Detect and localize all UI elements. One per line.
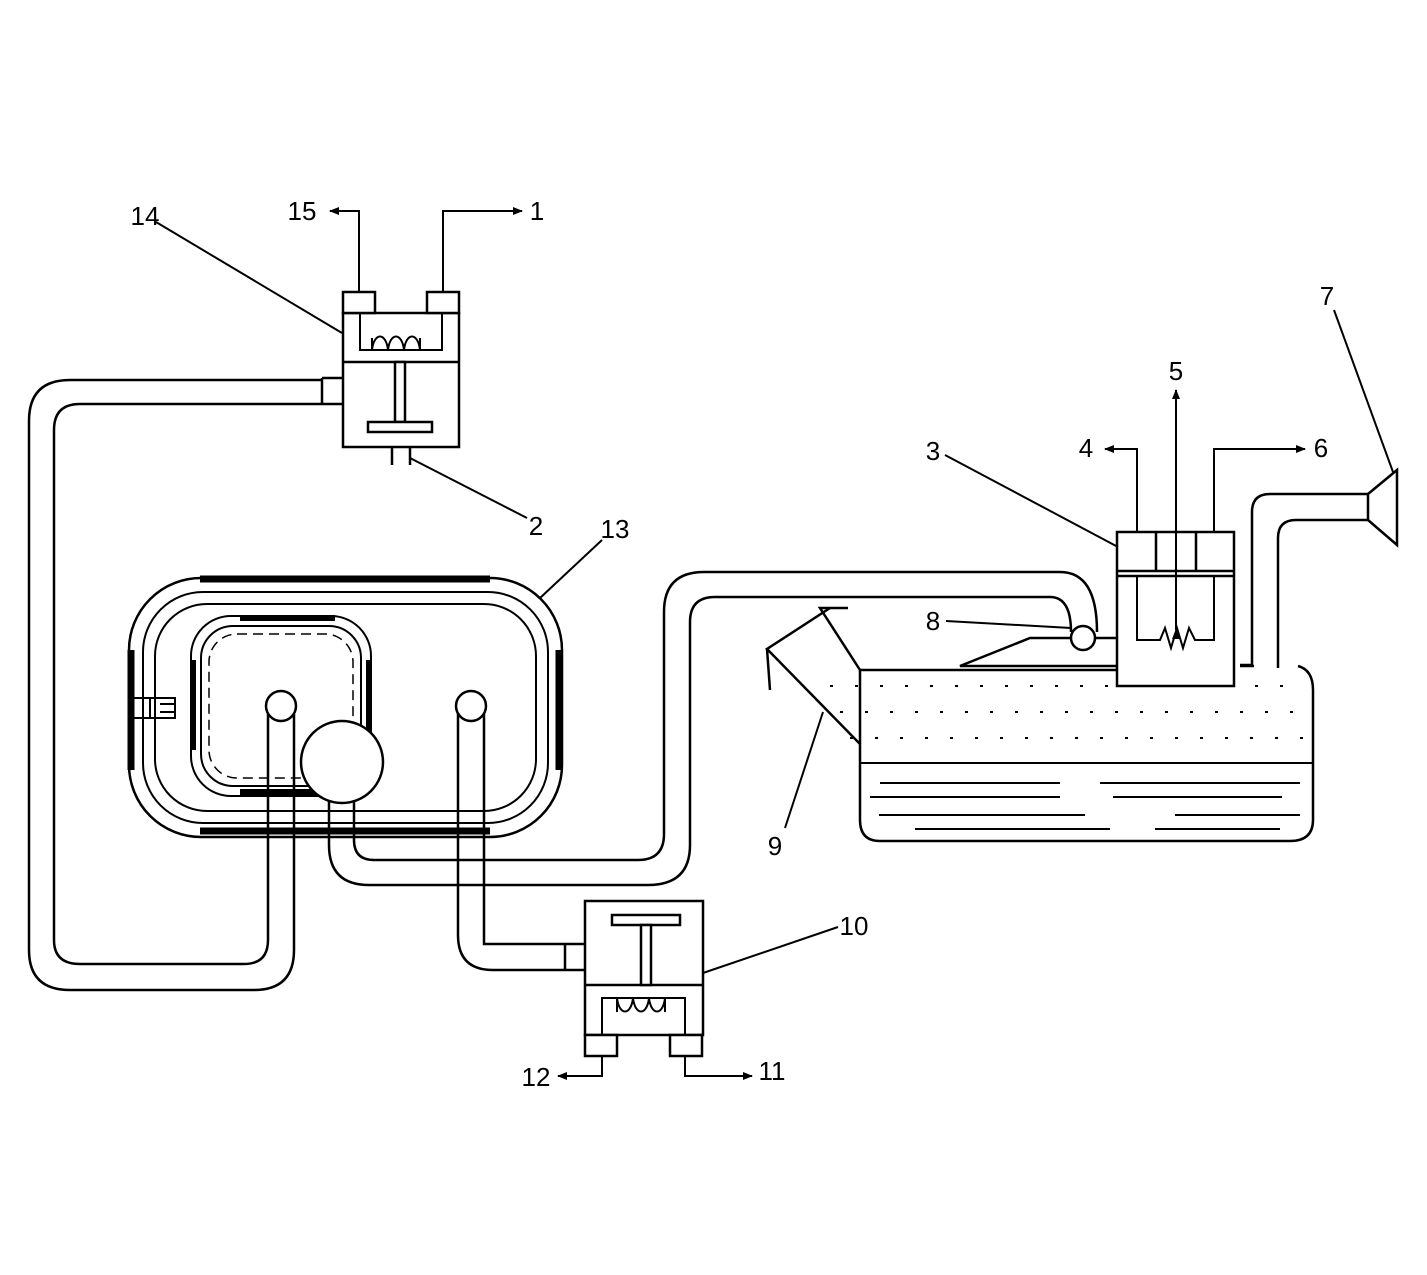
callout-10: 10 bbox=[840, 911, 869, 941]
hose-canister-to-vent-valve bbox=[456, 713, 565, 972]
filler-pipe bbox=[1240, 492, 1368, 668]
vapor-space-dots bbox=[830, 685, 1305, 739]
canister-ports bbox=[264, 689, 488, 805]
leader-3 bbox=[944, 454, 1119, 548]
leader-12 bbox=[557, 1056, 603, 1080]
callout-15: 15 bbox=[288, 196, 317, 226]
rollover-valve bbox=[1069, 624, 1097, 652]
callout-labels: 1 2 3 4 5 6 7 8 9 10 11 12 13 14 15 bbox=[131, 196, 1335, 1092]
leader-1 bbox=[442, 207, 523, 292]
vapor-line-canister-to-tank bbox=[327, 570, 1099, 887]
leader-2 bbox=[409, 457, 528, 519]
leader-10 bbox=[702, 926, 839, 974]
callout-2: 2 bbox=[529, 511, 543, 541]
leader-13 bbox=[539, 539, 603, 599]
callout-9: 9 bbox=[768, 831, 782, 861]
callout-1: 1 bbox=[530, 196, 544, 226]
callout-6: 6 bbox=[1314, 433, 1328, 463]
leader-8 bbox=[945, 620, 1072, 629]
leader-15 bbox=[329, 207, 360, 292]
callout-5: 5 bbox=[1169, 356, 1183, 386]
callout-11: 11 bbox=[759, 1056, 786, 1086]
callout-8: 8 bbox=[926, 606, 940, 636]
callout-12: 12 bbox=[522, 1062, 551, 1092]
callout-4: 4 bbox=[1079, 433, 1093, 463]
leader-14 bbox=[155, 221, 343, 334]
leader-7 bbox=[1333, 309, 1394, 473]
purge-solenoid-valve bbox=[320, 290, 461, 465]
callout-14: 14 bbox=[131, 201, 160, 231]
leader-6 bbox=[1213, 445, 1306, 532]
leader-9 bbox=[784, 711, 824, 829]
hose-canister-to-purge-valve bbox=[27, 378, 322, 992]
fuel-level-lines bbox=[870, 782, 1300, 830]
leader-4 bbox=[1104, 445, 1138, 532]
vent-solenoid-valve bbox=[563, 899, 705, 1058]
evap-canister bbox=[127, 575, 564, 839]
fuel-cap-icon bbox=[1366, 467, 1399, 548]
callout-13: 13 bbox=[601, 514, 630, 544]
fuel-tank bbox=[765, 606, 1315, 843]
leader-lines bbox=[155, 207, 1394, 1080]
callout-7: 7 bbox=[1320, 281, 1334, 311]
leader-11 bbox=[684, 1056, 753, 1080]
callout-3: 3 bbox=[926, 436, 940, 466]
